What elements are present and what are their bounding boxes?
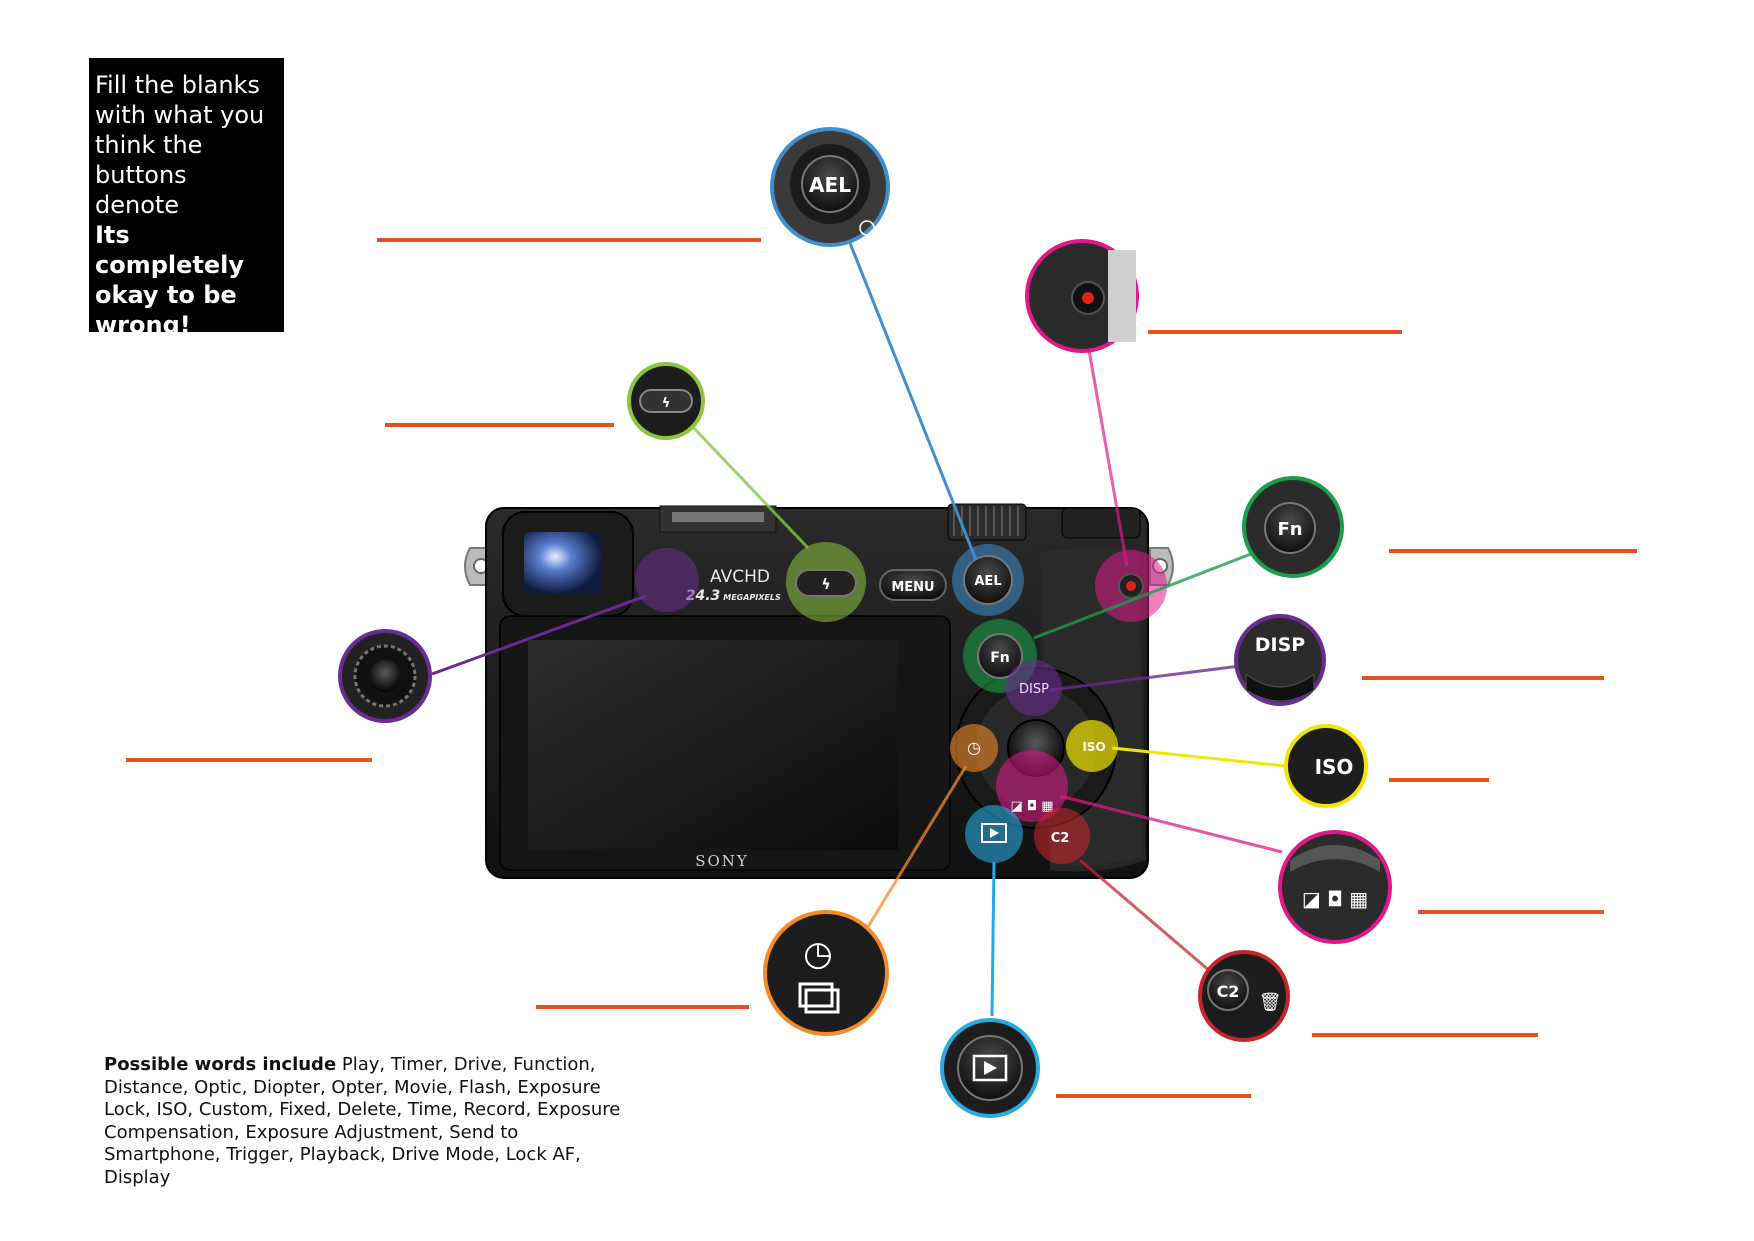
ael-body-label: AEL [974,574,1001,589]
possible-words: Possible words include Play, Timer, Driv… [104,1054,624,1189]
instruction-emphasis: wrong! [95,311,191,339]
timer-callout-glyph: ◷ [803,934,833,974]
timer-highlight [950,724,998,772]
flash-body-glyph: ϟ [821,577,830,593]
highlight-spots: ϟ AEL Fn DISP ISO ◷ ◪ ◘ ▦ C2 [635,542,1167,864]
instruction-line: think the [95,131,203,159]
ael-callout: AEL [770,127,890,247]
possible-words-lead: Possible words include [104,1054,337,1075]
connector-lines [431,237,1287,1017]
megapixels-unit: MEGAPIXELS [723,593,781,602]
diopter-connector [431,594,647,676]
timer-connector [858,765,968,941]
iso-callout-label: ISO [1315,755,1354,779]
ael-callout-label: AEL [809,173,851,197]
fn-connector [1033,550,1257,640]
instruction-line: Fill the blanks [95,71,260,99]
play-connector [990,861,996,1017]
exposure-connector [1059,794,1283,854]
exposure-callout: ◪ ◘ ▦ [1278,830,1392,944]
c2-highlight [1034,808,1090,864]
disp-callout: DISP [1234,614,1326,706]
disp-connector [1049,664,1241,692]
menu-button-label: MENU [891,580,934,595]
ael-connector [846,237,978,561]
brand-label: SONY [695,852,749,870]
timer-body-glyph: ◷ [967,738,981,757]
exposure-highlight [996,750,1068,822]
iso-callout: ISO [1284,724,1368,808]
disp-callout-label: DISP [1255,634,1306,656]
iso-connector [1111,746,1287,768]
c2-connector [1079,858,1219,980]
delete-callout-glyph: 🗑 [1259,992,1282,1013]
disp-body-label: DISP [1019,682,1049,697]
timer-callout: ◷ [763,910,889,1036]
movie-connector [1087,349,1129,567]
instruction-box: Fill the blanks with what you think the … [89,58,284,339]
diopter-callout [338,629,432,723]
play-callout [940,1018,1040,1118]
iso-body-label: ISO [1082,740,1105,754]
instruction-emphasis: Its completely [95,221,245,279]
flash-callout: ϟ [627,362,705,440]
answer-blanks [126,238,1637,1098]
exposure-callout-glyph: ◪ ◘ ▦ [1302,887,1368,911]
instruction-line: with what you [95,101,265,129]
instruction-line: denote [95,191,180,219]
possible-words-list: Play, Timer, Drive, Function, Distance, … [104,1054,621,1188]
instruction-emphasis: okay to be [95,281,237,309]
fn-callout: Fn [1242,476,1344,578]
flash-connector [688,422,810,550]
exposure-body-glyph: ◪ ◘ ▦ [1010,799,1053,814]
fn-callout-label: Fn [1277,519,1302,540]
iso-highlight [1066,720,1118,772]
diopter-highlight [635,548,699,612]
fn-body-label: Fn [990,650,1010,666]
c2-callout: C2 🗑 [1198,950,1290,1042]
avchd-label: AVCHD [710,567,770,587]
flash-callout-glyph: ϟ [662,396,671,411]
c2-callout-label: C2 [1217,982,1240,1001]
c2-body-label: C2 [1051,831,1070,846]
disp-highlight [1006,660,1062,716]
instruction-line: buttons [95,161,187,189]
movie-callout [1025,239,1139,353]
